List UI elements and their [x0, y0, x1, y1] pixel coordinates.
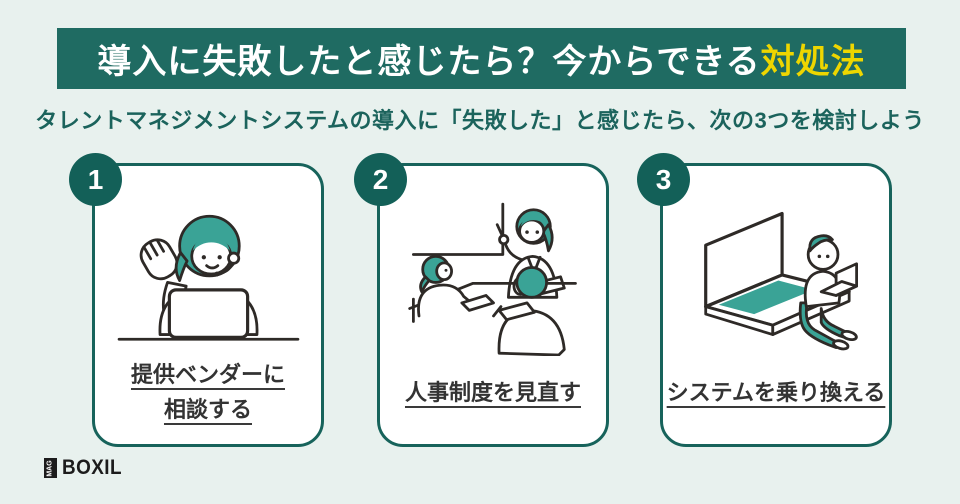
boxil-mag-logo: MAG BOXIL — [44, 456, 129, 479]
support-agent-illustration — [95, 188, 321, 360]
card2-number-badge: 2 — [354, 153, 407, 206]
card2-label: 人事制度を見直す — [380, 352, 606, 432]
card1-number: 1 — [87, 163, 104, 195]
team-meeting-illustration — [380, 188, 606, 360]
card1-number-badge: 1 — [69, 153, 122, 206]
mag-logo-icon: MAG — [44, 458, 57, 478]
card1-label: 提供ベンダーに 相談する — [95, 352, 321, 432]
card1-label-line1: 提供ベンダーに — [130, 362, 285, 387]
card3-label-line1: システムを乗り換える — [666, 379, 886, 405]
header-banner: 導入に失敗したと感じたら？今からできる対処法 — [57, 28, 906, 89]
laptop-switch-illustration — [663, 188, 889, 360]
card-review-hr-system: 2 — [354, 153, 609, 447]
card2-label-line1: 人事制度を見直す — [404, 379, 581, 405]
boxil-logo-text: BOXIL — [62, 456, 123, 479]
card3-number-badge: 3 — [637, 153, 690, 206]
card2-number: 2 — [372, 163, 389, 195]
header-title-main: 導入に失敗したと感じたら？今からできる — [97, 43, 761, 81]
card1-label-line2: 相談する — [163, 397, 252, 422]
mag-logo-text: MAG — [47, 459, 54, 477]
card3-label: システムを乗り換える — [663, 352, 889, 432]
header-title-highlight: 対処法 — [760, 43, 866, 81]
subtitle-text: タレントマネジメントシステムの導入に「失敗した」と感じたら、次の3つを検討しよう — [35, 108, 925, 133]
card-switch-system: 3 — [637, 153, 892, 447]
card-consult-vendor: 1 — [69, 153, 324, 447]
card3-number: 3 — [655, 163, 672, 195]
